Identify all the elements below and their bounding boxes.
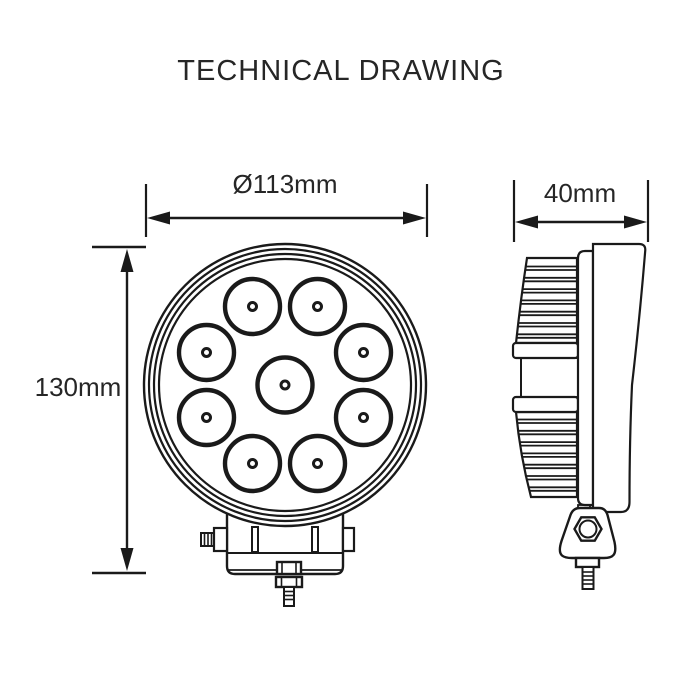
led (333, 387, 394, 448)
page-title: TECHNICAL DRAWING (177, 55, 505, 87)
led-center (255, 355, 315, 415)
mounting-bracket-side (558, 506, 617, 560)
bracket-nut-right (341, 526, 356, 553)
mounting-stud-front (274, 560, 304, 607)
led (176, 322, 237, 383)
led (287, 433, 348, 494)
led (287, 276, 348, 337)
diameter-dimension-label: Ø113mm (232, 169, 338, 199)
pivot-bolt-circle (578, 519, 598, 539)
side-view (511, 242, 647, 590)
lens-rim-side (576, 249, 595, 513)
heatsink-fins-top (514, 256, 579, 345)
height-dimension-label: 130mm (34, 372, 122, 402)
depth-dimension-label: 40mm (543, 178, 617, 208)
height-dimension-arrow (92, 245, 146, 575)
depth-dimension-arrow (512, 180, 650, 242)
led (176, 387, 237, 448)
diameter-dimension-arrow (144, 184, 429, 237)
led (222, 276, 283, 337)
cable-gland (200, 526, 229, 553)
front-view (142, 242, 428, 607)
led (333, 322, 394, 383)
bezel-side (591, 242, 647, 514)
heatsink-fins-bottom (514, 410, 579, 499)
led-array (176, 276, 394, 494)
mounting-stud-side (574, 556, 601, 590)
led (222, 433, 283, 494)
bezel-rings (142, 242, 428, 528)
heatsink-middle-band (511, 341, 580, 414)
